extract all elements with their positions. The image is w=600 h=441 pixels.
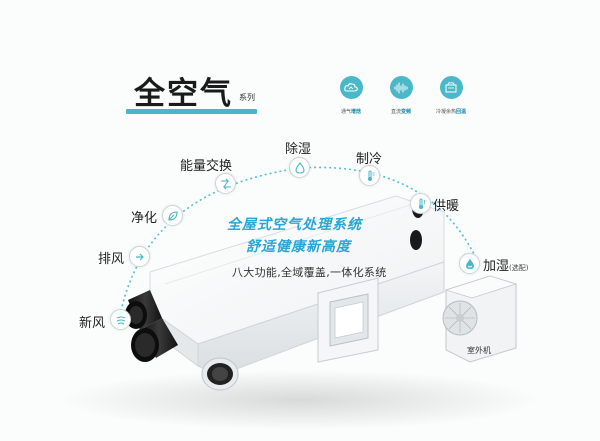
exhaust-icon [129, 246, 150, 267]
slogan-line-3: 八大功能,全域覆盖,一体化系统 [232, 266, 387, 279]
function-label-dehumidify: 除湿 [285, 142, 312, 157]
feature-label-2: 直流变频 [390, 109, 412, 115]
function-label-purify: 净化 [131, 211, 158, 226]
rear-duct-2 [410, 230, 422, 250]
thermometer-warm-icon [410, 193, 431, 214]
function-label-heating: 供暖 [433, 199, 460, 214]
function-label-exhaust: 排风 [98, 252, 125, 267]
title-underline [126, 109, 257, 114]
feature-label-3: 冷凝余热回温 [435, 109, 467, 115]
function-label-fresh-air: 新风 [79, 316, 106, 331]
humidify-icon [459, 253, 480, 274]
leaf-icon [162, 205, 183, 226]
thermometer-cold-icon [359, 165, 380, 186]
duct-left-1 [140, 318, 178, 358]
page-title: 全空气 [134, 76, 233, 112]
function-label-energy-exchange: 能量交换 [180, 159, 233, 174]
title-subtitle: 系列 [239, 93, 255, 102]
heat-recovery-icon [439, 76, 463, 99]
slogan-line-1: 全屋式空气处理系统 [227, 217, 362, 233]
droplet-icon [289, 157, 310, 178]
outdoor-unit-label: 室外机 [467, 346, 491, 355]
fan-icon [110, 309, 131, 330]
feature-item-2: 直流变频 [371, 76, 431, 115]
slogan-line-2: 舒适健康新高度 [246, 239, 351, 255]
function-label-cooling: 制冷 [356, 152, 383, 167]
feature-item-1: 通气增焓 [321, 76, 381, 115]
feature-label-1: 通气增焓 [340, 109, 362, 115]
function-label-humidify: 加湿(选配) [483, 259, 529, 274]
cloud-icon [339, 76, 363, 99]
feature-item-3: 冷凝余热回温 [421, 76, 481, 115]
exchange-icon [215, 173, 236, 194]
waveform-icon [389, 76, 413, 99]
